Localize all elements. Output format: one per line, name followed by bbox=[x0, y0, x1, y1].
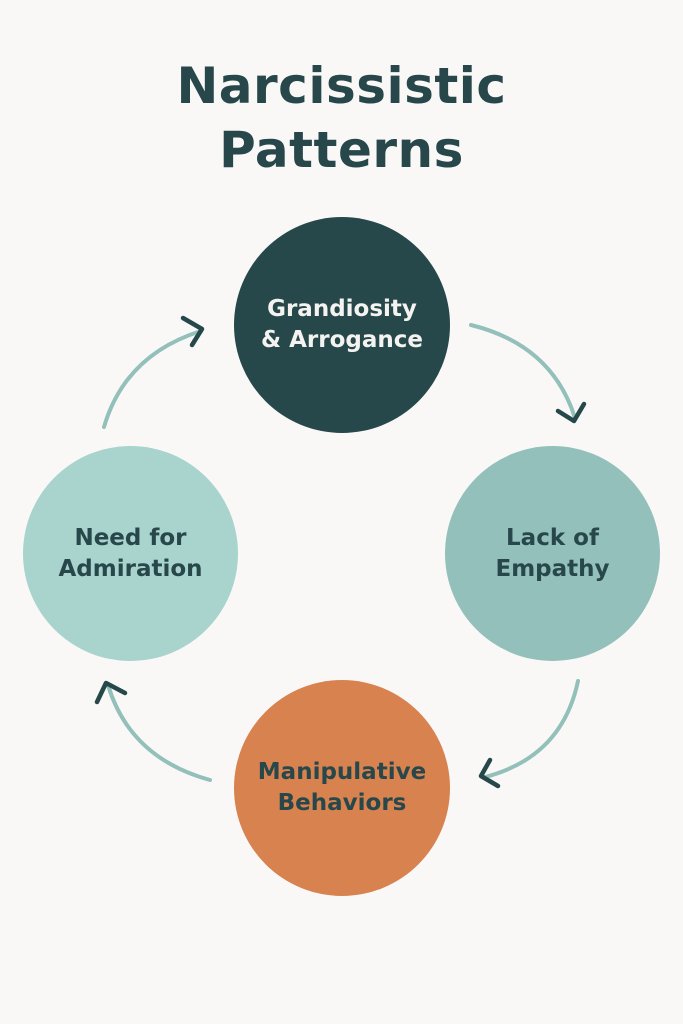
arrow-top-to-right bbox=[469, 323, 577, 420]
arrow-right-to-bottom bbox=[483, 679, 580, 779]
arrow-head-bottom-to-left bbox=[94, 680, 128, 705]
node-label-line-2: Admiration bbox=[58, 555, 203, 582]
node-label-line-2: & Arrogance bbox=[261, 327, 423, 353]
arrow-head-left-to-top bbox=[180, 315, 205, 348]
arrow-left-to-top bbox=[102, 329, 203, 429]
node-lack-of-empathy: Lack of Empathy bbox=[445, 446, 660, 661]
arrow-head-right-to-bottom bbox=[478, 757, 501, 789]
node-need-for-admiration: Need for Admiration bbox=[23, 446, 238, 661]
node-label-line-2: Behaviors bbox=[277, 790, 407, 816]
arrow-head-top-to-right bbox=[555, 401, 587, 424]
node-label-line-1: Manipulative bbox=[257, 759, 427, 785]
node-label-line-1: Lack of bbox=[506, 524, 599, 551]
node-manipulative-behaviors: Manipulative Behaviors bbox=[234, 680, 450, 896]
diagram-title: Narcissistic Patterns bbox=[0, 54, 683, 182]
title-line-2: Patterns bbox=[219, 121, 464, 179]
arrow-bottom-to-left bbox=[106, 683, 212, 782]
node-label-line-1: Grandiosity bbox=[267, 296, 417, 322]
node-label-line-2: Empathy bbox=[495, 555, 610, 582]
node-grandiosity-arrogance: Grandiosity & Arrogance bbox=[234, 217, 450, 433]
title-line-1: Narcissistic bbox=[176, 57, 507, 115]
node-label-line-1: Need for bbox=[74, 524, 187, 551]
